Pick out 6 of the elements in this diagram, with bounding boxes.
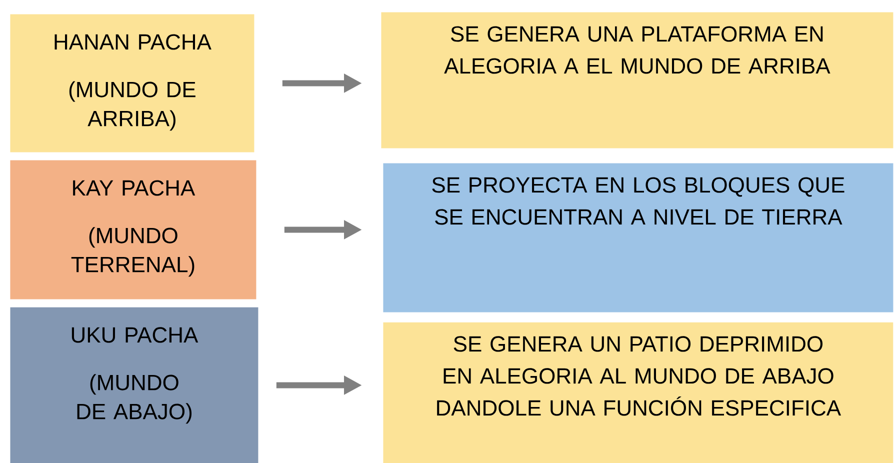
heading-box: KAY PACHA (MUNDO TERRENAL) <box>10 160 256 300</box>
heading-box: UKU PACHA (MUNDO DE ABAJO) <box>10 307 258 463</box>
description-box: SE PROYECTA EN LOS BLOQUES QUE SE ENCUENTRAN A NIVEL DE TIERRA <box>383 163 894 312</box>
description-box: SE GENERA UNA PLATAFORMA EN ALEGORIA A EL MUNDO DE ARRIBA <box>381 12 894 148</box>
heading-box: HANAN PACHA (MUNDO DE ARRIBA) <box>10 14 254 152</box>
description-box: SE GENERA UN PATIO DEPRIMIDO EN ALEGORIA AL MUNDO DE ABAJO DANDOLE UNA FUNCIÓN ESPECIFICA <box>383 322 894 463</box>
